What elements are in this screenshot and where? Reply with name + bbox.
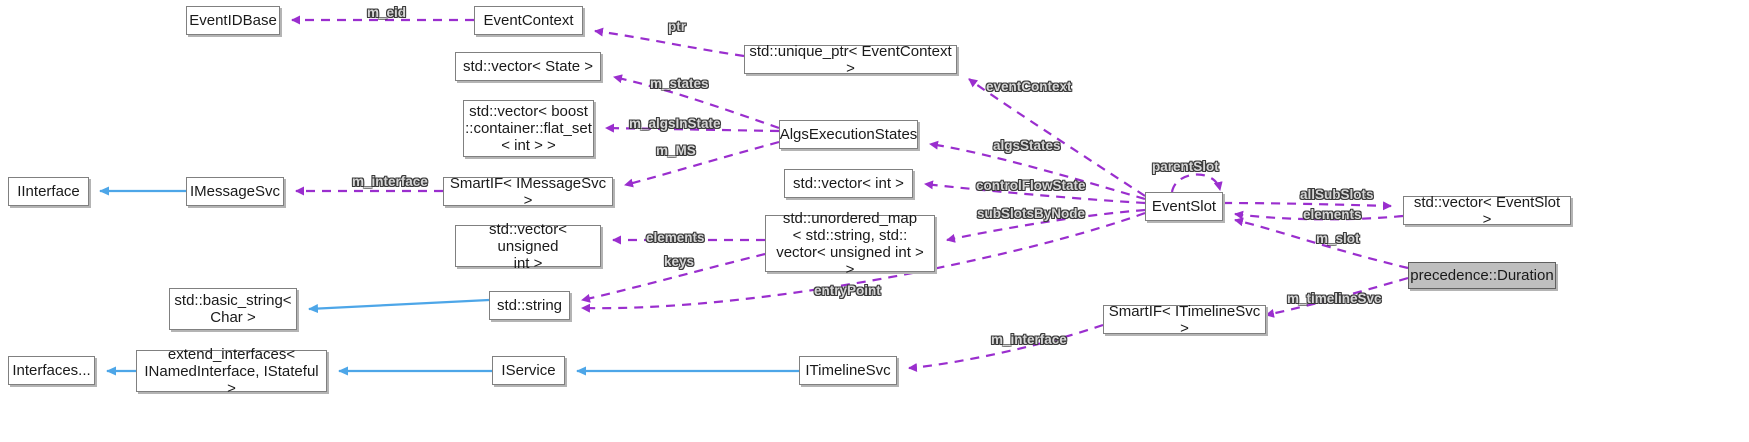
class-node-label: std::vector< boost ::container::flat_set…	[465, 103, 592, 154]
edge-label-m-eid: m_eid	[367, 5, 407, 20]
class-node-label: SmartIF< IMessageSvc >	[449, 174, 607, 209]
edge-m-timelinesvc	[1265, 276, 1409, 318]
class-node-label: std::vector< State >	[462, 58, 594, 75]
class-node-label: std::unordered_map < std::string, std:: …	[776, 209, 924, 278]
class-node-vector-state[interactable]: std::vector< State >	[455, 52, 601, 81]
edge-label-ptr: ptr	[668, 19, 686, 34]
class-node-eventcontext[interactable]: EventContext	[474, 6, 583, 35]
class-node-vector-eventslot[interactable]: std::vector< EventSlot >	[1403, 193, 1571, 228]
class-node-vector-uint[interactable]: std::vector< unsigned int >	[455, 221, 601, 272]
class-node-label: ITimelineSvc	[805, 362, 891, 379]
class-node-smartif-imessagesvc[interactable]: SmartIF< IMessageSvc >	[443, 174, 613, 209]
edge-m-ms	[624, 140, 780, 188]
edge-keys	[581, 252, 766, 303]
class-node-iinterface[interactable]: IInterface	[8, 177, 89, 206]
class-node-label: EventContext	[483, 12, 574, 29]
class-node-interfaces[interactable]: Interfaces...	[8, 356, 95, 385]
edge-ptr	[594, 27, 745, 58]
class-node-precedence-duration[interactable]: precedence::Duration	[1408, 262, 1556, 289]
edge-allsubslots	[1222, 201, 1392, 211]
edge-label-allsubslots: allSubSlots	[1300, 187, 1374, 202]
class-node-label: EventIDBase	[189, 12, 277, 29]
edge-algsstates	[929, 140, 1146, 201]
edge-label-m-algsinstate: m_algsInState	[629, 116, 721, 131]
class-node-label: std::basic_string< Char >	[174, 292, 292, 326]
edge-label-m-timelinesvc: m_timelineSvc	[1287, 291, 1382, 306]
class-node-eventslot[interactable]: EventSlot	[1145, 192, 1223, 221]
edge-controlflowstate	[924, 180, 1146, 205]
edge-label-m-ms: m_MS	[656, 143, 696, 158]
class-node-label: Interfaces...	[12, 362, 91, 379]
class-node-itimelinesvc[interactable]: ITimelineSvc	[799, 356, 897, 385]
edge-parentslot	[1170, 173, 1223, 193]
edge-label-m-interface: m_interface	[991, 332, 1067, 347]
class-node-label: IMessageSvc	[189, 183, 281, 200]
class-node-std-string[interactable]: std::string	[489, 291, 570, 320]
edge-stdstring-basicstring	[308, 298, 490, 314]
class-node-label: AlgsExecutionStates	[779, 126, 918, 143]
edge-label-subslotsbynode: subSlotsByNode	[977, 206, 1086, 221]
class-node-vector-flatset[interactable]: std::vector< boost ::container::flat_set…	[463, 100, 594, 157]
edge-label-elements: elements	[646, 230, 705, 245]
class-node-label: std::vector< EventSlot >	[1413, 193, 1561, 228]
class-node-label: IInterface	[17, 183, 80, 200]
edge-elements-slot	[1234, 210, 1404, 221]
class-node-extend-interfaces[interactable]: extend_interfaces< INamedInterface, ISta…	[136, 346, 327, 397]
edge-m-states	[613, 74, 780, 130]
class-node-algsexecutionstates[interactable]: AlgsExecutionStates	[779, 120, 918, 149]
class-node-label: std::vector< int >	[793, 175, 904, 192]
class-node-smartif-itimelinesvc[interactable]: SmartIF< ITimelineSvc >	[1103, 302, 1266, 337]
class-node-label: std::vector< unsigned int >	[489, 220, 567, 272]
edge-label-elements: elements	[1303, 207, 1362, 222]
class-node-iservice[interactable]: IService	[492, 356, 565, 385]
class-node-vector-int[interactable]: std::vector< int >	[784, 169, 913, 198]
edge-label-parentslot: parentSlot	[1152, 159, 1219, 174]
class-node-label: std::string	[496, 297, 563, 314]
class-node-label: extend_interfaces< INamedInterface, ISta…	[144, 345, 319, 397]
class-node-imessagesvc[interactable]: IMessageSvc	[186, 177, 284, 206]
class-node-unordered-map[interactable]: std::unordered_map < std::string, std:: …	[765, 210, 935, 278]
edge-subslotsbynode	[946, 208, 1146, 243]
edge-label-m-slot: m_slot	[1316, 231, 1360, 246]
class-node-label: IService	[501, 362, 556, 379]
edge-label-entrypoint: entryPoint	[814, 283, 881, 298]
edge-label-eventcontext: eventContext	[986, 79, 1072, 94]
edge-m-interface-tl	[908, 323, 1104, 372]
edge-label-m-interface: m_interface	[352, 174, 428, 189]
edge-label-controlflowstate: controlFlowState	[976, 178, 1086, 193]
class-node-label: SmartIF< ITimelineSvc >	[1108, 302, 1261, 337]
class-node-unique-ptr-ec[interactable]: std::unique_ptr< EventContext >	[744, 42, 957, 77]
usage-edges	[291, 15, 1409, 372]
class-node-basic-string[interactable]: std::basic_string< Char >	[169, 288, 297, 330]
class-node-label: EventSlot	[1151, 198, 1217, 215]
edge-m-algsinstate	[605, 123, 780, 133]
class-node-label: precedence::Duration	[1410, 267, 1554, 284]
edge-eventcontext	[968, 78, 1146, 197]
edge-label-algsstates: algsStates	[993, 138, 1061, 153]
edge-m-slot	[1234, 217, 1409, 270]
edge-label-keys: keys	[664, 254, 695, 269]
class-node-eventidbase[interactable]: EventIDBase	[186, 6, 280, 35]
inheritance-edges	[99, 186, 799, 376]
edge-label-m-states: m_states	[650, 76, 709, 91]
class-node-label: std::unique_ptr< EventContext >	[749, 42, 952, 77]
